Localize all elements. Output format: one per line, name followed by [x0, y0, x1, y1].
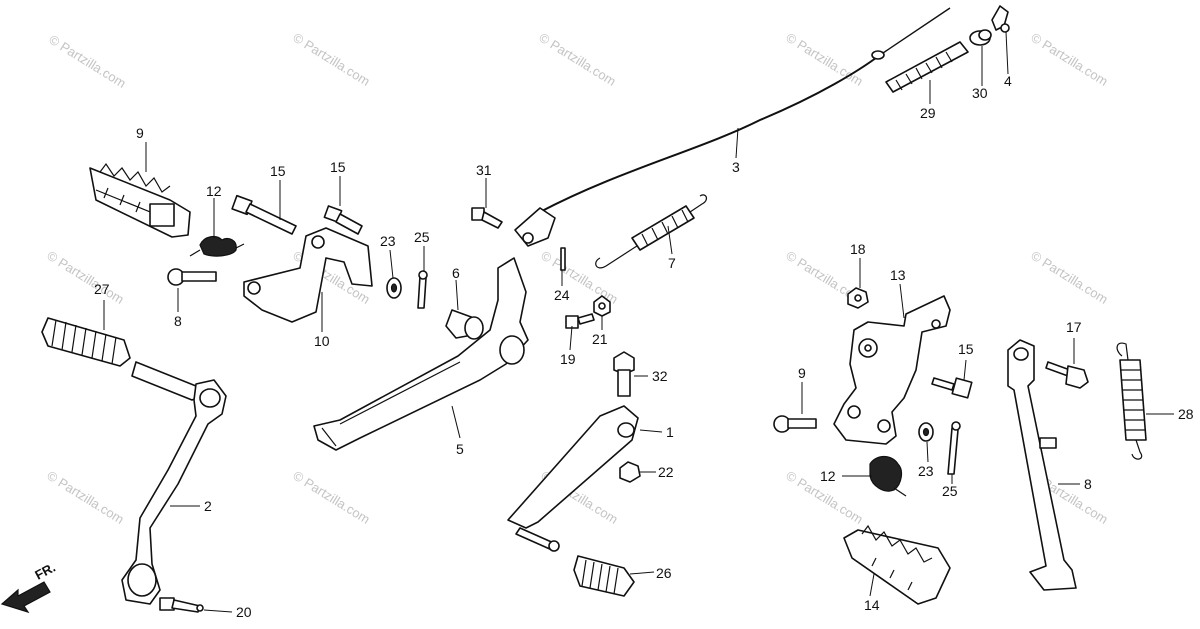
- callout-7: 7: [668, 255, 676, 271]
- callout-26: 26: [656, 565, 672, 581]
- side-stand-spring: [1116, 342, 1147, 460]
- watermark: © Partzilla.com: [783, 30, 865, 89]
- callout-5: 5: [456, 441, 464, 457]
- watermark: © Partzilla.com: [44, 248, 126, 307]
- callout-22: 22: [658, 464, 674, 480]
- callout-29: 29: [920, 105, 936, 121]
- pin-small: [560, 247, 566, 271]
- watermark: © Partzilla.com: [290, 30, 372, 89]
- nut-upper: [593, 295, 611, 317]
- cotter-pin-lower: [947, 421, 961, 475]
- bolt-lower: [931, 377, 973, 399]
- front-direction-indicator: FR.: [0, 560, 58, 614]
- callout-9: 8: [174, 313, 182, 329]
- pivot-bolt: [613, 351, 635, 397]
- callout-13: 13: [890, 267, 906, 283]
- collar: [969, 29, 992, 46]
- bolt-upper: [323, 205, 363, 235]
- callout-2: 2: [204, 498, 212, 514]
- callout-14: 14: [864, 597, 880, 613]
- watermark: © Partzilla.com: [46, 32, 128, 91]
- washer-upper: [386, 277, 402, 299]
- callout-21: 21: [592, 331, 608, 347]
- pin-lower: [773, 415, 817, 433]
- washer-lower: [918, 422, 934, 442]
- bolt-20: [159, 597, 204, 613]
- callout-15: 15: [958, 341, 974, 357]
- callout-31: 31: [476, 162, 492, 178]
- callout-25: 25: [942, 483, 958, 499]
- callout-11: 10: [314, 333, 330, 349]
- leader-lines: [103, 31, 1174, 613]
- nut-18: [847, 287, 869, 309]
- watermark: © Partzilla.com: [1028, 248, 1110, 307]
- callout-23: 23: [918, 463, 934, 479]
- callout-30: 30: [972, 85, 988, 101]
- callout-23: 23: [380, 233, 396, 249]
- callout-25: 25: [414, 229, 430, 245]
- bushing: [445, 309, 484, 340]
- callouts: 9 12 15 15 8 10 23 25 6 31 3 7 24 21 19 …: [94, 73, 1194, 620]
- callout-15: 15: [330, 159, 346, 175]
- callout-6: 6: [452, 265, 460, 281]
- front-label: FR.: [32, 560, 58, 583]
- callout-4: 4: [1004, 73, 1012, 89]
- bolt-long: [231, 194, 297, 235]
- callout-27: 27: [94, 281, 110, 297]
- front-arrow-icon: [0, 581, 51, 614]
- watermark: © Partzilla.com: [290, 468, 372, 527]
- callout-9: 9: [798, 365, 806, 381]
- callout-18: 18: [850, 241, 866, 257]
- gear-shift-rubber: [41, 317, 131, 367]
- watermark: © Partzilla.com: [538, 248, 620, 307]
- callout-20: 20: [236, 604, 252, 620]
- footpeg-left: [89, 162, 191, 238]
- callout-1: 1: [666, 424, 674, 440]
- nut-lower: [619, 461, 641, 483]
- brake-cable: [514, 7, 951, 247]
- callout-24: 24: [554, 287, 570, 303]
- callout-10: 9: [136, 125, 144, 141]
- callout-3: 3: [732, 159, 740, 175]
- callout-8: 8: [1084, 476, 1092, 492]
- adjusting-nut: [991, 5, 1010, 33]
- bolt-17: [1045, 361, 1089, 389]
- brake-pedal: [313, 257, 529, 451]
- footpeg-right: [843, 524, 951, 605]
- watermark: © Partzilla.com: [1028, 30, 1110, 89]
- footpeg-bracket-right: [833, 295, 951, 445]
- bolt-small: [471, 207, 503, 229]
- callout-17: 17: [1066, 319, 1082, 335]
- callout-12: 12: [820, 468, 836, 484]
- gear-shift-pedal: [121, 361, 227, 605]
- return-spring-upper: [189, 235, 245, 257]
- return-spring-lower: [869, 455, 907, 497]
- watermark: © Partzilla.com: [44, 468, 126, 527]
- shift-rubber: [573, 555, 635, 597]
- bolt-19: [565, 313, 595, 329]
- cable-spring: [885, 41, 969, 93]
- pin-upper: [167, 268, 217, 286]
- callout-16: 15: [270, 163, 286, 179]
- footpeg-bracket: [243, 227, 373, 323]
- cotter-pin-upper: [417, 270, 428, 309]
- brake-spring: [595, 194, 708, 269]
- shift-link-arm: [507, 405, 639, 552]
- callout-19: 19: [560, 351, 576, 367]
- side-stand: [1007, 339, 1077, 591]
- callout-28: 28: [1178, 406, 1194, 422]
- callout-32: 32: [652, 368, 668, 384]
- watermark: © Partzilla.com: [536, 30, 618, 89]
- callout-12: 12: [206, 183, 222, 199]
